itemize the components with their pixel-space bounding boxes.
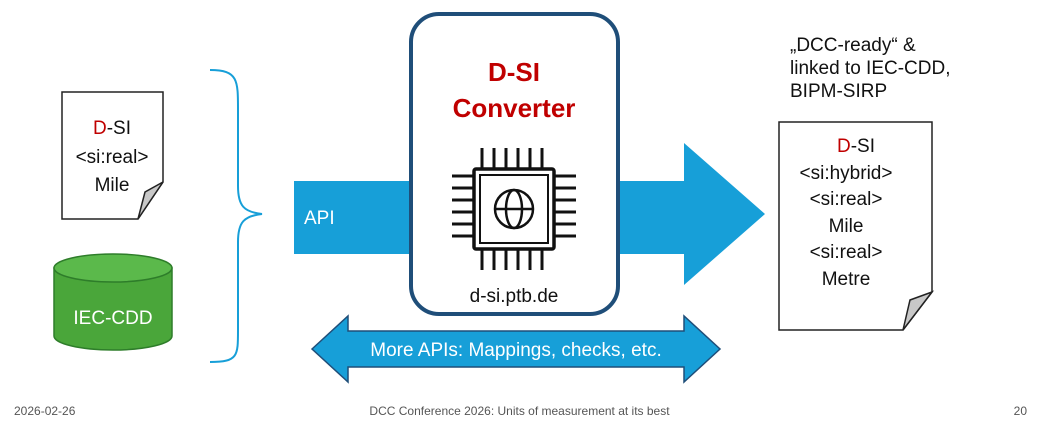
database-label: IEC-CDD: [73, 308, 152, 329]
chip-globe-icon: [452, 148, 576, 270]
output-document: D-SI <si:hybrid> <si:real> Mile <si:real…: [778, 121, 935, 331]
input-doc-line-mile: Mile: [95, 175, 130, 196]
iec-cdd-database: IEC-CDD: [53, 253, 173, 351]
output-doc-line-mile: Mile: [829, 216, 864, 237]
note-line-1: „DCC-ready“ &: [790, 35, 916, 56]
output-doc-line-metre: Metre: [822, 269, 871, 290]
input-document: D-SI <si:real> Mile: [61, 91, 164, 220]
footer-page-number: 20: [1013, 404, 1027, 418]
output-doc-line-si-hybrid: <si:hybrid>: [800, 163, 893, 184]
output-doc-line-si-real-2: <si:real>: [810, 242, 883, 263]
converter-title-line1: D-SI: [488, 57, 540, 87]
more-apis-arrow: More APIs: Mappings, checks, etc.: [310, 314, 722, 384]
footer-date: 2026-02-26: [14, 404, 76, 418]
converter-title-line2: Converter: [453, 93, 576, 123]
api-arrow-label: API: [304, 208, 335, 229]
converter-box: D-SI Converter d-si.ptb.de: [409, 12, 620, 316]
converter-url: d-si.ptb.de: [470, 286, 559, 307]
dcc-ready-note: „DCC-ready“ & linked to IEC-CDD, BIPM-SI…: [790, 34, 1030, 103]
more-apis-label: More APIs: Mappings, checks, etc.: [370, 340, 661, 361]
output-doc-line-si-real-1: <si:real>: [810, 189, 883, 210]
output-doc-title: D-SI: [837, 136, 875, 157]
note-line-2: linked to IEC-CDD,: [790, 58, 951, 79]
input-doc-title: D-SI: [93, 118, 131, 139]
footer-title: DCC Conference 2026: Units of measuremen…: [369, 404, 670, 418]
note-line-3: BIPM-SIRP: [790, 81, 888, 102]
input-doc-line-si-real: <si:real>: [76, 147, 149, 168]
grouping-brace: [209, 69, 263, 363]
